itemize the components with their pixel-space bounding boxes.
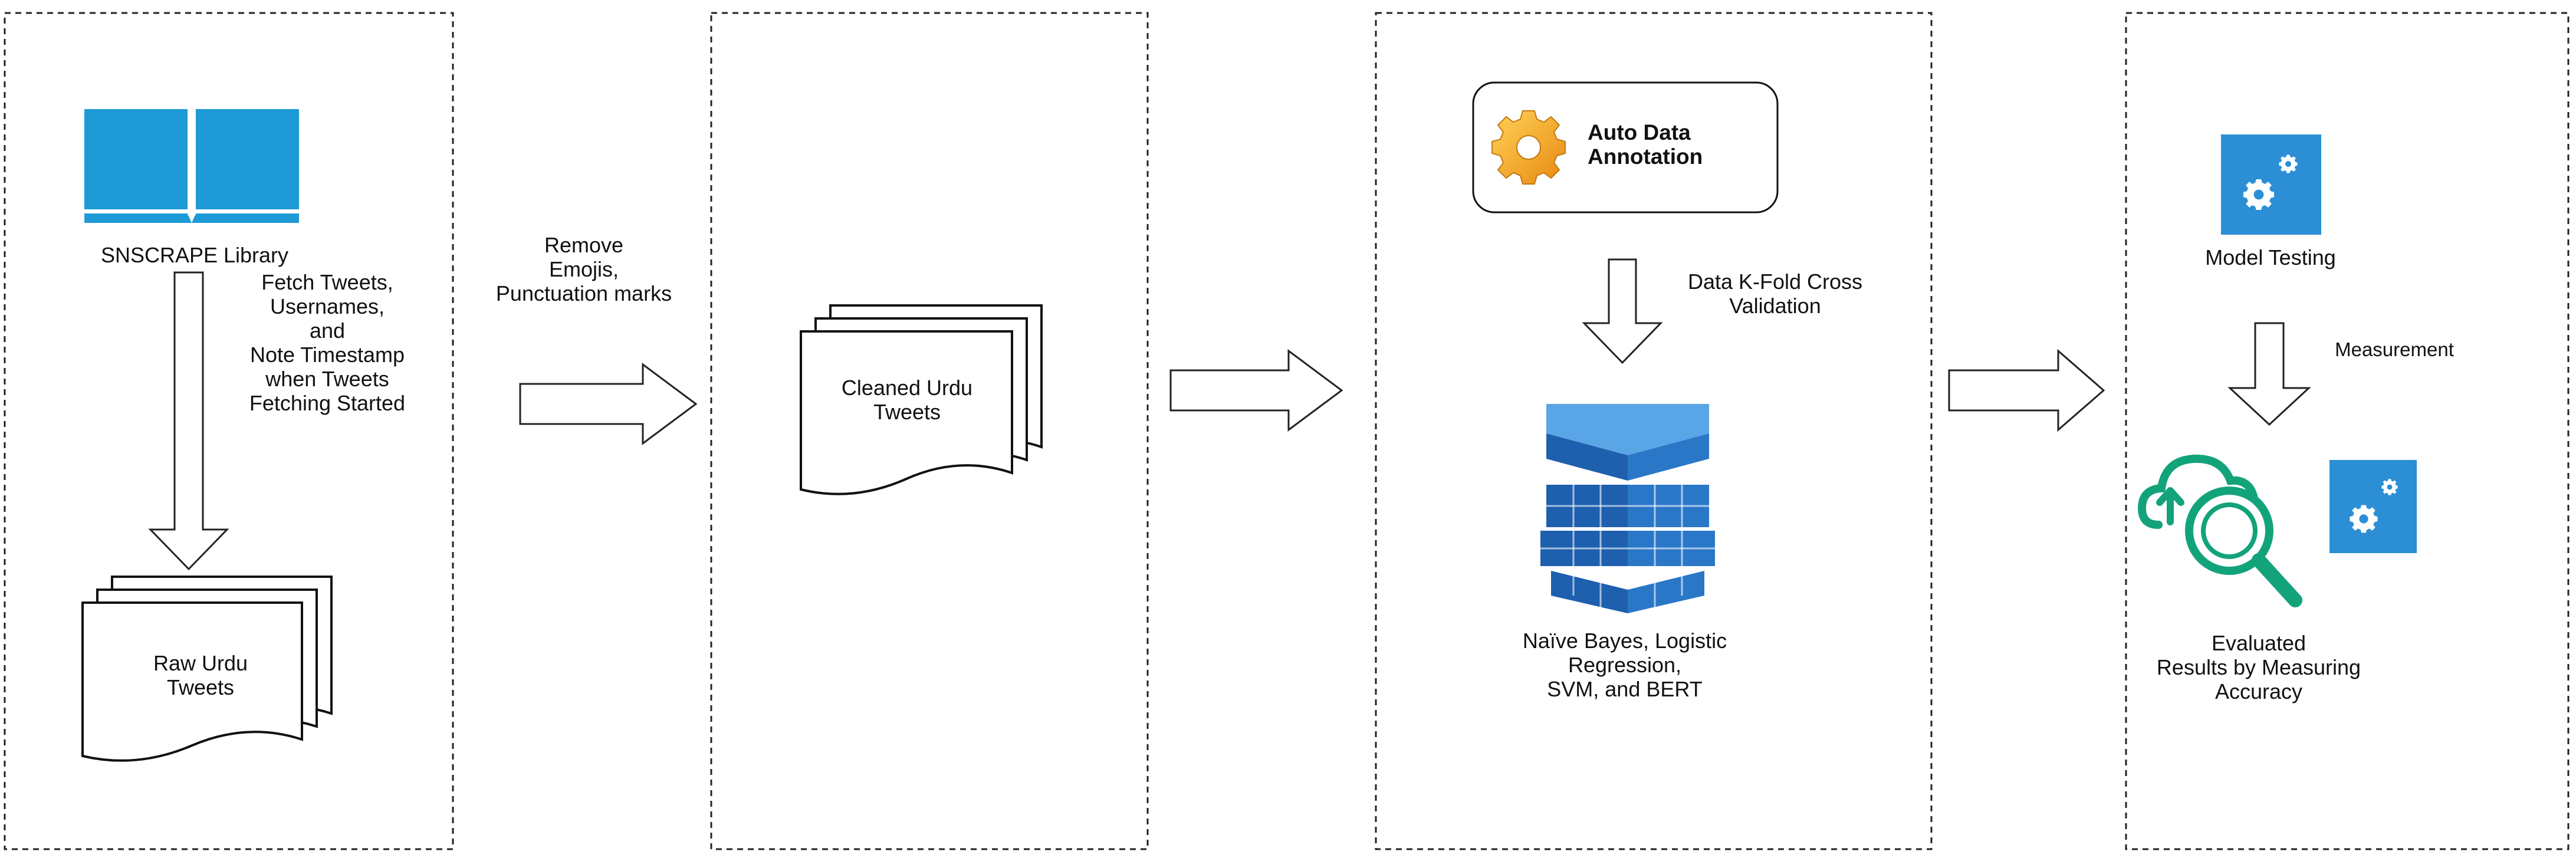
snscrape-library-label: SNSCRAPE Library: [100, 243, 289, 267]
down-arrow-kfold: [1582, 258, 1663, 364]
auto-annotation-label: Auto Data Annotation: [1588, 120, 1703, 169]
gear-icon: [1491, 110, 1566, 185]
right-arrow-2: [1169, 349, 1343, 432]
models-label: Naïve Bayes, Logistic Regression, SVM, a…: [1522, 629, 1727, 701]
measurement-label: Measurement: [2335, 338, 2454, 360]
stage3-container: [1375, 12, 1933, 850]
stage2-container: [710, 12, 1149, 850]
stage1-container: [4, 12, 454, 850]
kfold-validation-label: Data K-Fold Cross Validation: [1687, 269, 1863, 318]
down-arrow-fetch: [148, 271, 229, 571]
fetch-tweets-label: Fetch Tweets, Usernames, and Note Timest…: [249, 270, 406, 415]
model-testing-gear-icon: [2221, 134, 2321, 235]
model-testing-label: Model Testing: [2205, 245, 2336, 269]
right-arrow-1: [519, 363, 698, 445]
book-icon: [84, 109, 299, 223]
stage4-container: [2125, 12, 2570, 850]
cleaned-tweets-document-stack: [800, 304, 1043, 495]
remove-emojis-label: Remove Emojis, Punctuation marks: [495, 233, 672, 305]
evaluated-results-label: Evaluated Results by Measuring Accuracy: [2156, 631, 2361, 704]
cleaned-tweets-label: Cleaned Urdu Tweets: [841, 376, 973, 424]
cube-stack-icon: [1540, 404, 1715, 613]
raw-tweets-label: Raw Urdu Tweets: [153, 651, 248, 699]
auto-annotation-box: [1472, 81, 1779, 213]
raw-tweets-document-stack: [81, 576, 333, 762]
right-arrow-3: [1948, 349, 2105, 432]
down-arrow-measurement: [2227, 322, 2311, 426]
evaluation-magnifier-icon: [2137, 454, 2417, 607]
